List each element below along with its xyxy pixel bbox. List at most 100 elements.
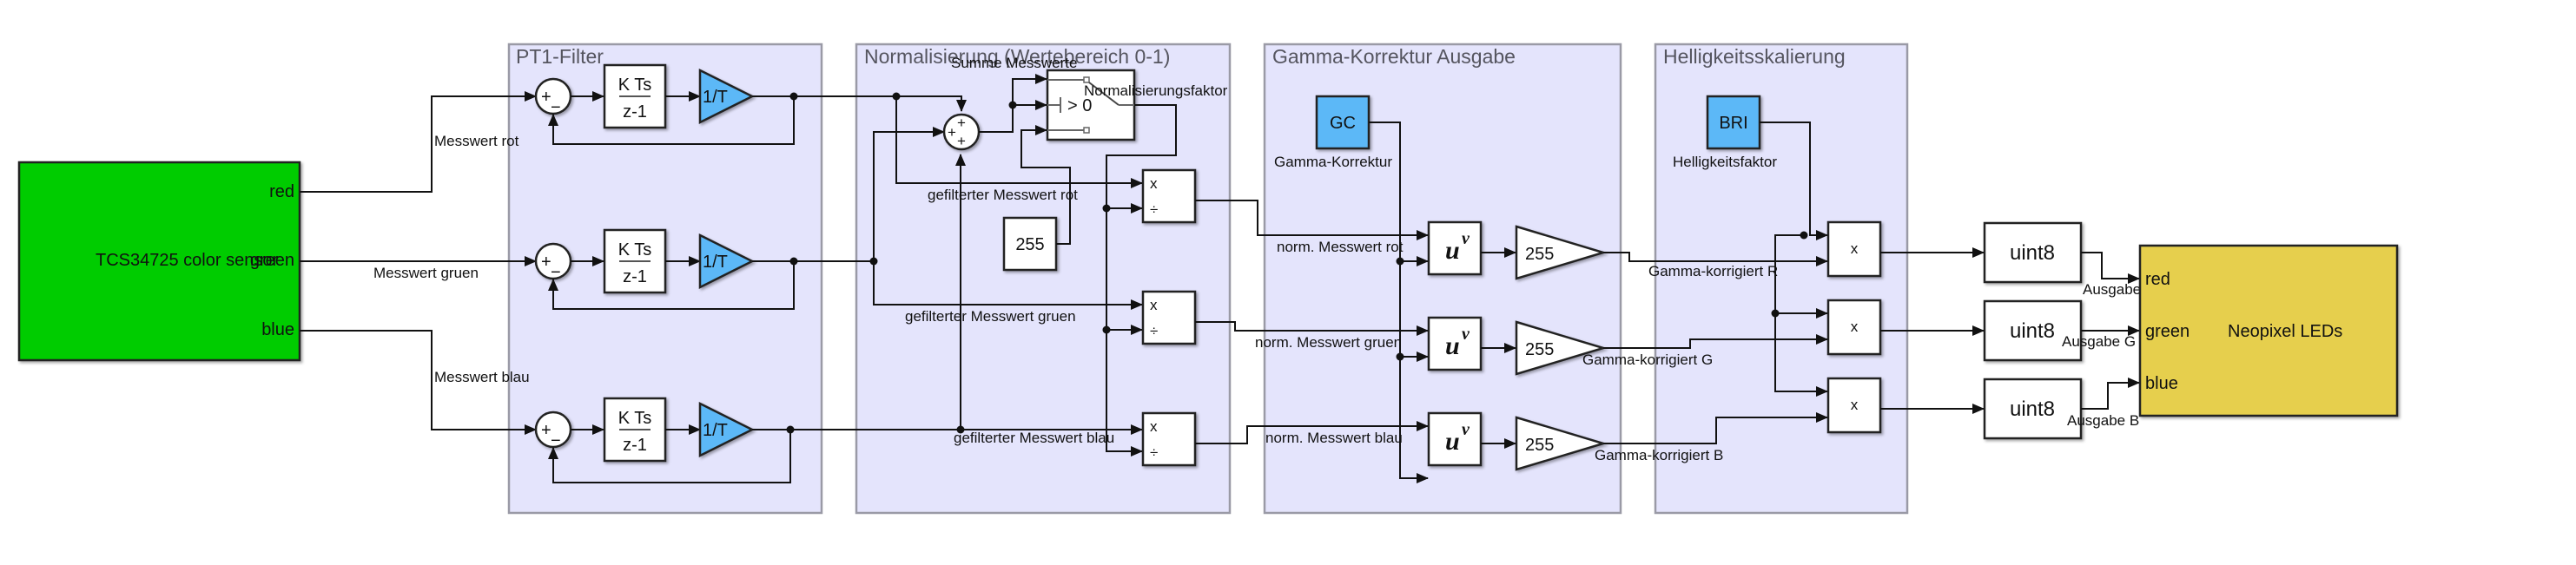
- integrator-numerator: K Ts: [618, 76, 652, 95]
- sum3-block[interactable]: + + +: [942, 113, 981, 151]
- prod-mul-sign: x: [1150, 175, 1158, 192]
- sensor-port-green: green: [250, 251, 294, 270]
- pt1-row-gruen: + − K Ts z-1 1/T: [534, 228, 856, 310]
- gain-label: 255: [1525, 340, 1554, 359]
- gain-255-gruen[interactable]: 255: [1515, 320, 1608, 376]
- sensor-port-red: red: [269, 182, 294, 201]
- divide-block-rot[interactable]: x ÷: [1141, 168, 1197, 224]
- signal-label: Gamma-korrigiert R: [1648, 263, 1778, 279]
- neopixel-port-red: red: [2145, 270, 2170, 289]
- wire-norm-rot[interactable]: [1195, 200, 1429, 240]
- wire-norm-gruen[interactable]: [1195, 321, 1429, 336]
- gain-label: 1/T: [703, 421, 728, 440]
- switch-condition: > 0: [1067, 96, 1092, 115]
- prod-mul-sign: x: [1150, 418, 1158, 435]
- const-255-block[interactable]: 255: [1002, 216, 1058, 272]
- convert-label: uint8: [2010, 319, 2055, 343]
- wire-norm-blau[interactable]: [1195, 421, 1429, 444]
- convert-uint8-g[interactable]: uint8: [1983, 299, 2083, 362]
- gc-label: GC: [1330, 114, 1356, 133]
- gain-label: 1/T: [703, 253, 728, 272]
- wire-ausgabe-r[interactable]: [2081, 252, 2140, 284]
- convert-uint8-r[interactable]: uint8: [1983, 221, 2083, 284]
- pt1-row-rot: + − K Ts z-1 1/T: [534, 63, 856, 145]
- signal-label: norm. Messwert rot: [1277, 239, 1404, 255]
- gain-label: 255: [1525, 436, 1554, 455]
- wire-gk-g[interactable]: [1603, 334, 1828, 349]
- multiply-block-g[interactable]: x: [1826, 299, 1882, 356]
- signal-label: norm. Messwert blau: [1265, 430, 1403, 446]
- switch-block[interactable]: > 0: [1046, 69, 1136, 141]
- gain-1t-block[interactable]: [698, 233, 755, 290]
- wire-ausgabe-b[interactable]: [2081, 378, 2140, 410]
- signal-label: Ausgabe B: [2067, 412, 2139, 429]
- signal-label: gefilterter Messwert blau: [954, 430, 1114, 446]
- pt1-row-blau: + − K Ts z-1 1/T: [534, 397, 856, 483]
- integrator-numerator: K Ts: [618, 240, 652, 260]
- signal-label: Gamma-korrigiert B: [1595, 447, 1723, 463]
- signal-label: Messwert gruen: [373, 265, 479, 281]
- signal-label: Ausgabe R: [2083, 281, 2156, 298]
- area-title: Gamma-Korrektur Ausgabe: [1272, 45, 1516, 68]
- mult-sign: x: [1851, 319, 1859, 335]
- prod-div-sign: ÷: [1150, 201, 1158, 218]
- signal-label: Messwert rot: [434, 133, 519, 149]
- area-title: Helligkeitsskalierung: [1663, 45, 1846, 68]
- prod-mul-sign: x: [1150, 297, 1158, 313]
- convert-uint8-b[interactable]: uint8: [1983, 378, 2083, 440]
- gain-1t-block[interactable]: [698, 68, 755, 125]
- prod-div-sign: ÷: [1150, 323, 1158, 339]
- bri-label: BRI: [1719, 114, 1747, 133]
- pow-exp: v: [1462, 420, 1470, 439]
- block-name: Helligkeitsfaktor: [1673, 154, 1777, 170]
- neopixel-name: Neopixel LEDs: [2228, 322, 2342, 341]
- multiply-block-r[interactable]: x: [1826, 220, 1882, 278]
- const-value: 255: [1015, 235, 1044, 254]
- signal-label: Normalisierungsfaktor: [1084, 82, 1228, 99]
- mult-sign: x: [1851, 240, 1859, 257]
- gain-255-blau[interactable]: 255: [1515, 416, 1608, 471]
- gain-label: 1/T: [703, 88, 728, 107]
- sum-sign: +: [541, 88, 552, 107]
- integrator-denominator: z-1: [623, 267, 647, 286]
- signal-label: Summe Messwerte: [951, 55, 1077, 71]
- power-block-blau[interactable]: u v: [1427, 411, 1483, 467]
- wire-messwert-blau[interactable]: [300, 330, 537, 435]
- divide-block-gruen[interactable]: x ÷: [1141, 290, 1197, 345]
- pow-exp: v: [1462, 229, 1470, 248]
- gain-1t-block[interactable]: [698, 401, 755, 458]
- sum-sign: −: [551, 263, 561, 282]
- signal-label: Ausgabe G: [2062, 333, 2136, 350]
- pow-base: u: [1445, 427, 1460, 456]
- sum-sign: +: [541, 253, 552, 272]
- power-block-rot[interactable]: u v: [1427, 220, 1483, 276]
- prod-div-sign: ÷: [1150, 444, 1158, 461]
- brightness-constant-block[interactable]: BRI: [1706, 95, 1761, 150]
- neopixel-port-green: green: [2145, 322, 2190, 341]
- sensor-port-blue: blue: [261, 320, 294, 339]
- block-name: Gamma-Korrektur: [1274, 154, 1392, 170]
- svg-text:+: +: [948, 124, 956, 141]
- area-title: Normalisierung (Wertebereich 0-1): [864, 45, 1170, 68]
- integrator-numerator: K Ts: [618, 409, 652, 428]
- sum-sign: −: [551, 431, 561, 450]
- mult-sign: x: [1851, 397, 1859, 413]
- signal-label: gefilterter Messwert rot: [928, 187, 1078, 203]
- svg-text:+: +: [957, 115, 966, 131]
- gain-255-rot[interactable]: 255: [1515, 225, 1608, 280]
- gamma-constant-block[interactable]: GC: [1315, 95, 1371, 150]
- sensor-block[interactable]: TCS34725 color sensor red green blue: [17, 161, 301, 362]
- neopixel-block[interactable]: red green blue Neopixel LEDs: [2138, 244, 2399, 417]
- sum-sign: −: [551, 98, 561, 117]
- signal-label: norm. Messwert gruen: [1255, 334, 1402, 351]
- wire-gk-b[interactable]: [1603, 412, 1828, 444]
- neopixel-port-blue: blue: [2145, 374, 2178, 393]
- wire-messwert-rot[interactable]: [300, 91, 537, 193]
- power-block-gruen[interactable]: u v: [1427, 316, 1483, 371]
- signal-label: Gamma-korrigiert G: [1582, 351, 1713, 368]
- integrator-denominator: z-1: [623, 436, 647, 455]
- multiply-block-b[interactable]: x: [1826, 377, 1882, 434]
- divide-block-blau[interactable]: x ÷: [1141, 411, 1197, 467]
- wire-gk-r[interactable]: [1603, 252, 1828, 266]
